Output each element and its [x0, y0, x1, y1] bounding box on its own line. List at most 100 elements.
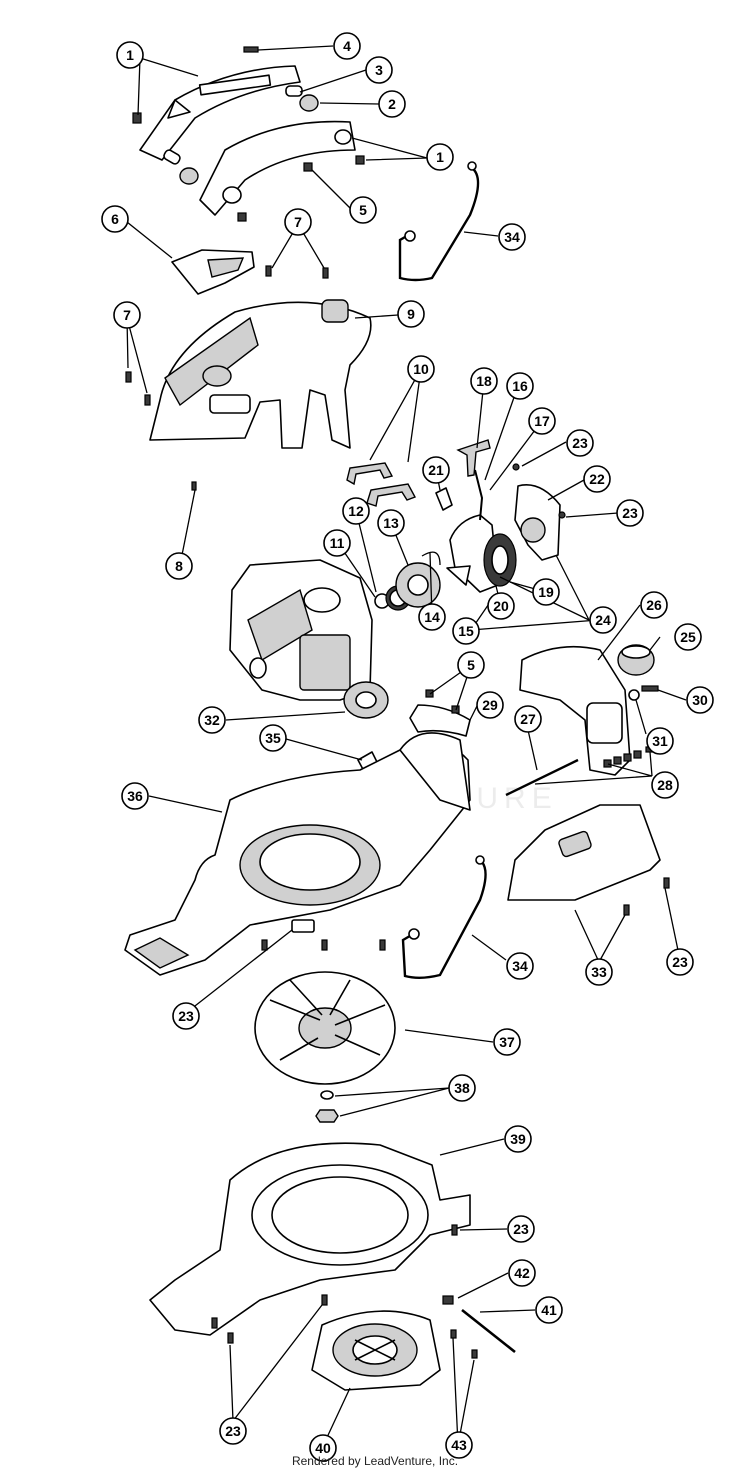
fuel-cap — [617, 644, 655, 676]
callout-34: 34 — [498, 223, 526, 251]
callout-24: 24 — [589, 606, 617, 634]
callout-label: 23 — [622, 505, 638, 521]
callout-label: 1 — [126, 47, 134, 63]
callout-label: 13 — [383, 515, 399, 531]
impeller — [254, 971, 396, 1085]
flywheel-and-washers — [374, 551, 441, 611]
callout-36: 36 — [121, 782, 149, 810]
callout-21: 21 — [422, 456, 450, 484]
callout-4: 4 — [333, 32, 361, 60]
callout-22: 22 — [583, 465, 611, 493]
callout-3: 3 — [365, 56, 393, 84]
callout-label: 38 — [454, 1080, 470, 1096]
callout-label: 23 — [672, 954, 688, 970]
blower-base-housing — [149, 1142, 471, 1344]
inlet-guard — [311, 1310, 441, 1391]
callout-15: 15 — [452, 617, 480, 645]
callout-label: 36 — [127, 788, 143, 804]
callout-label: 23 — [178, 1008, 194, 1024]
callout-label: 26 — [646, 597, 662, 613]
small-screws — [125, 46, 365, 491]
callout-label: 15 — [458, 623, 474, 639]
callout-label: 23 — [572, 435, 588, 451]
callout-26: 26 — [640, 591, 668, 619]
callout-label: 9 — [407, 306, 415, 322]
callout-label: 39 — [510, 1131, 526, 1147]
fuel-tank — [519, 645, 631, 776]
callout-label: 42 — [514, 1265, 530, 1281]
callout-23-bottom: 23 — [219, 1417, 247, 1445]
callout-5-mid: 5 — [457, 651, 485, 679]
callout-label: 32 — [204, 712, 220, 728]
callout-label: 33 — [591, 964, 607, 980]
callout-label: 3 — [375, 62, 383, 78]
callout-18: 18 — [470, 367, 498, 395]
callout-7: 7 — [284, 208, 312, 236]
handle-grips — [346, 462, 416, 507]
callout-23-base: 23 — [507, 1215, 535, 1243]
callout-label: 7 — [294, 214, 302, 230]
callout-label: 18 — [476, 373, 492, 389]
callout-label: 7 — [123, 307, 131, 323]
callout-label: 37 — [499, 1034, 515, 1050]
callout-35: 35 — [259, 724, 287, 752]
callout-23-housing: 23 — [172, 1002, 200, 1030]
callout-label: 40 — [315, 1440, 331, 1456]
lower-housing — [124, 732, 471, 976]
callout-14: 14 — [418, 603, 446, 631]
callout-label: 31 — [652, 733, 668, 749]
callout-43: 43 — [445, 1431, 473, 1459]
callout-label: 23 — [513, 1221, 529, 1237]
callout-31: 31 — [646, 727, 674, 755]
engine-block — [229, 559, 373, 701]
callout-32: 32 — [198, 706, 226, 734]
callout-28: 28 — [651, 771, 679, 799]
throttle-cable-lower — [401, 855, 487, 979]
callout-label: 8 — [175, 558, 183, 574]
callout-label: 1 — [436, 149, 444, 165]
callout-label: 17 — [534, 413, 550, 429]
callout-label: 14 — [424, 609, 440, 625]
callout-label: 2 — [388, 96, 396, 112]
callout-20: 20 — [487, 592, 515, 620]
callout-25: 25 — [674, 623, 702, 651]
side-cover — [507, 804, 670, 916]
callout-23-right: 23 — [616, 499, 644, 527]
callout-label: 43 — [451, 1437, 467, 1453]
callout-17: 17 — [528, 407, 556, 435]
upper-handle-left — [139, 65, 301, 161]
footer-credit: Rendered by LeadVenture, Inc. — [291, 1454, 459, 1468]
callout-2: 2 — [378, 90, 406, 118]
callout-33: 33 — [585, 958, 613, 986]
callout-label: 16 — [512, 378, 528, 394]
callout-label: 20 — [493, 598, 509, 614]
callout-label: 22 — [589, 471, 605, 487]
callout-27: 27 — [514, 705, 542, 733]
callout-label: 11 — [330, 535, 345, 551]
callout-23-top: 23 — [566, 429, 594, 457]
callout-label: 34 — [512, 958, 528, 974]
callout-10: 10 — [407, 355, 435, 383]
callout-19: 19 — [532, 578, 560, 606]
callout-label: 27 — [520, 711, 536, 727]
callout-6: 6 — [101, 205, 129, 233]
callout-label: 10 — [413, 361, 429, 377]
callout-label: 24 — [595, 612, 611, 628]
callout-34-lower: 34 — [506, 952, 534, 980]
nut-and-washer — [315, 1090, 339, 1123]
callout-label: 34 — [504, 229, 520, 245]
callout-9: 9 — [397, 300, 425, 328]
callout-label: 6 — [111, 211, 119, 227]
callout-label: 5 — [359, 202, 367, 218]
throttle-cable-upper — [398, 161, 480, 282]
air-filter — [343, 681, 389, 719]
callout-41: 41 — [535, 1296, 563, 1324]
callout-11: 11 — [323, 529, 351, 557]
callout-29: 29 — [476, 691, 504, 719]
callout-label: 19 — [538, 584, 554, 600]
callout-30: 30 — [686, 686, 714, 714]
callout-1-lower: 1 — [426, 143, 454, 171]
callout-label: 30 — [692, 692, 708, 708]
